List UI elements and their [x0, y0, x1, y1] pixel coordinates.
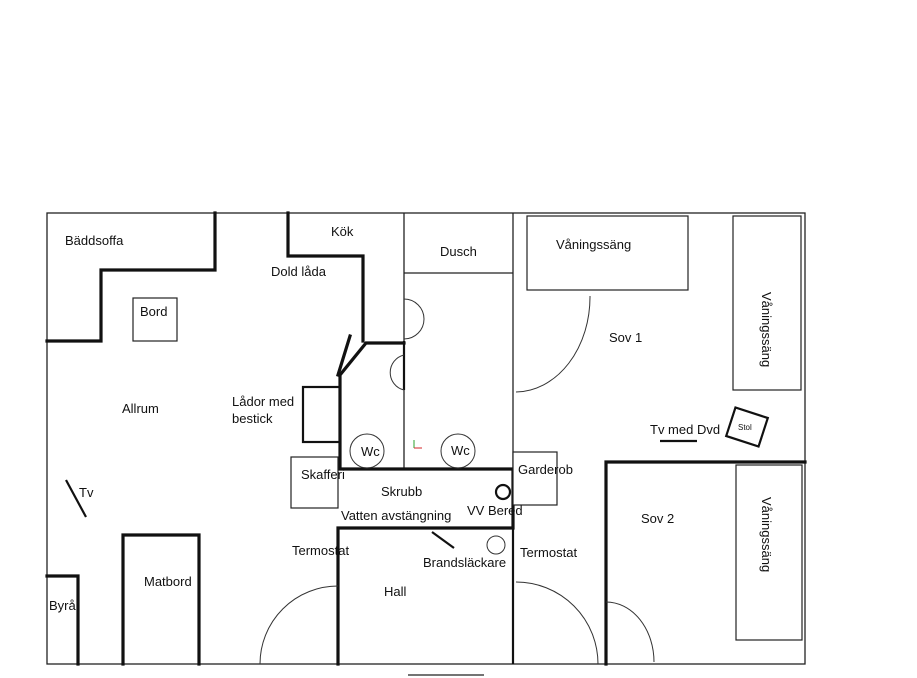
outer-wall	[46, 212, 806, 665]
wc1-circle	[349, 433, 385, 469]
label-wc1: Wc	[361, 444, 380, 459]
wc-sink	[389, 354, 405, 391]
label-vaningssang-right-top: Våningssäng	[759, 292, 774, 367]
label-kok: Kök	[331, 224, 354, 239]
stol-box	[724, 406, 770, 448]
brandslackare-circle	[486, 535, 506, 555]
bord	[132, 297, 178, 342]
vaningssang-right-top	[732, 215, 802, 391]
label-termostat-left: Termostat	[292, 543, 349, 558]
matbord-wall	[121, 533, 201, 666]
label-vatten: Vatten avstängning	[341, 508, 451, 523]
label-dold-lada: Dold låda	[271, 264, 327, 279]
label-baddsoffa: Bäddsoffa	[65, 233, 124, 248]
label-wc2: Wc	[451, 443, 470, 458]
label-lador-line1: Lådor med	[232, 394, 294, 409]
sov2-wall	[604, 460, 807, 666]
label-termostat-right: Termostat	[520, 545, 577, 560]
lador-box	[301, 385, 342, 444]
vaningssang-top	[526, 215, 689, 291]
garderob-box	[512, 451, 558, 506]
hall-door-left-arc	[259, 585, 339, 665]
label-hall: Hall	[384, 584, 407, 599]
baddsoffa-wall	[45, 211, 217, 343]
label-sov1: Sov 1	[609, 330, 642, 345]
sov1-door-arc	[515, 295, 591, 393]
label-vv-bered: VV Bered	[467, 503, 523, 518]
vv-bered-circle	[494, 483, 512, 501]
label-lador-line2: bestick	[232, 411, 273, 426]
hall-door-right-arc	[515, 581, 599, 665]
label-allrum: Allrum	[122, 401, 159, 416]
label-stol: Stol	[738, 423, 752, 432]
sov2-door-arc	[605, 601, 655, 663]
label-tv: Tv	[79, 485, 94, 500]
skafferi-box	[290, 456, 339, 509]
byra-wall	[45, 574, 80, 666]
label-matbord: Matbord	[144, 574, 192, 589]
wc2-circle	[440, 433, 476, 469]
kitchen-wall	[286, 211, 365, 343]
shower-sink	[403, 298, 425, 340]
label-vaningssang-top: Våningssäng	[556, 237, 631, 252]
tv-line	[65, 479, 87, 518]
vaningssang-right-bottom	[735, 464, 803, 641]
label-tv-med-dvd: Tv med Dvd	[650, 422, 720, 437]
label-sov2: Sov 2	[641, 511, 674, 526]
label-garderob: Garderob	[518, 462, 573, 477]
label-skafferi: Skafferi	[301, 467, 345, 482]
label-dusch: Dusch	[440, 244, 477, 259]
label-byra: Byrå	[49, 598, 77, 613]
label-skrubb: Skrubb	[381, 484, 422, 499]
label-bord: Bord	[140, 304, 167, 319]
label-brandslackare: Brandsläckare	[423, 555, 506, 570]
label-vaningssang-right-bottom: Våningssäng	[759, 497, 774, 572]
brandslackare-line	[431, 531, 455, 549]
kitchen-diagonal-wall	[336, 334, 352, 377]
